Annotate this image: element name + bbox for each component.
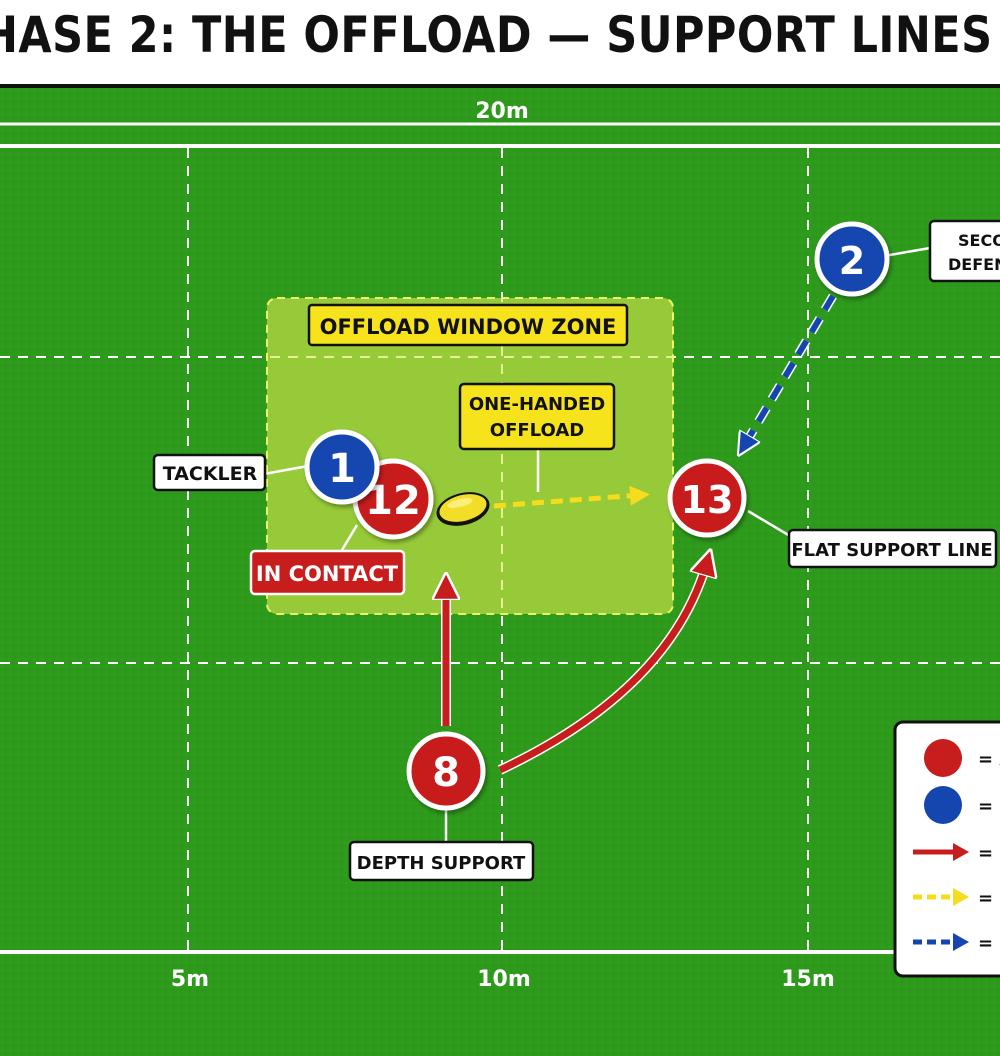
player-13-number: 13 xyxy=(681,478,734,522)
one-handed-offload-callout: ONE-HANDED OFFLOAD xyxy=(458,382,616,451)
legend-text-support-run: = SUPPORT RUN xyxy=(978,843,1000,864)
legend-text-attacking: = ATTACKING PLAYER xyxy=(978,749,1000,770)
player-1-number: 1 xyxy=(328,446,356,492)
blue-circle-icon xyxy=(924,786,962,824)
leader-in-contact xyxy=(340,524,359,551)
second-defender-callout-line1: SECOND xyxy=(958,231,1000,250)
flat-support-callout: FLAT SUPPORT LINE xyxy=(787,528,998,569)
player-1-tackler: 1 xyxy=(304,429,380,505)
in-contact-callout: IN CONTACT xyxy=(249,549,406,596)
offload-pass-arrow xyxy=(493,485,650,509)
yellow-dashed-arrow-icon xyxy=(913,888,969,906)
distance-label-20m: 20m xyxy=(475,99,529,124)
in-contact-callout-label: IN CONTACT xyxy=(256,562,399,586)
legend-item-support-run: = SUPPORT RUN xyxy=(913,843,1000,864)
tackler-callout-label: TACKLER xyxy=(163,463,258,485)
red-circle-icon xyxy=(924,739,962,777)
one-handed-callout-line1: ONE-HANDED xyxy=(469,394,605,415)
player-13-flat-support: 13 xyxy=(667,458,747,538)
rugby-ball-icon xyxy=(436,492,490,526)
distance-label-5m: 5m xyxy=(171,967,209,992)
defender-drift-arrow-core xyxy=(744,294,836,446)
leader-tackler xyxy=(263,464,309,476)
depth-support-callout: DEPTH SUPPORT xyxy=(348,840,535,882)
second-defender-callout-line2: DEFENDER xyxy=(948,255,1000,274)
legend-item-defender: = DEFENDER xyxy=(924,786,1000,824)
legend-item-offload-pass: = OFFLOAD PASS xyxy=(913,888,1000,909)
tackler-callout: TACKLER xyxy=(152,453,267,492)
blue-dashed-arrow-icon xyxy=(913,933,969,951)
distance-label-15m: 15m xyxy=(781,967,835,992)
second-defender-callout: SECOND DEFENDER xyxy=(928,219,1000,283)
player-8-depth-support: 8 xyxy=(406,731,486,811)
player-2-number: 2 xyxy=(839,239,865,283)
legend-text-defender-drift: = DEFENDER DRIFT xyxy=(978,933,1000,954)
leader-second-defender xyxy=(883,246,931,258)
legend-text-offload-pass: = OFFLOAD PASS xyxy=(978,888,1000,909)
player-2-second-defender: 2 xyxy=(814,221,890,297)
red-arrow-icon xyxy=(913,843,969,861)
title-bar: PHASE 2: THE OFFLOAD — SUPPORT LINES & T… xyxy=(0,0,1000,88)
legend-item-attacking: = ATTACKING PLAYER xyxy=(924,739,1000,777)
legend-text-defender: = DEFENDER xyxy=(978,796,1000,817)
legend: = ATTACKING PLAYER = DEFENDER = SUPPORT … xyxy=(893,720,1000,978)
callout-leaders xyxy=(263,246,931,842)
one-handed-callout-line2: OFFLOAD xyxy=(490,420,584,441)
player-8-number: 8 xyxy=(432,750,460,796)
legend-item-defender-drift: = DEFENDER DRIFT xyxy=(913,933,1000,954)
legend-box xyxy=(893,720,1000,978)
distance-label-10m: 10m xyxy=(477,967,531,992)
depth-support-callout-label: DEPTH SUPPORT xyxy=(357,853,526,874)
offload-window-zone xyxy=(266,297,674,615)
page-title: PHASE 2: THE OFFLOAD — SUPPORT LINES & T… xyxy=(0,6,1000,64)
leader-flat-support xyxy=(747,509,791,538)
offload-window-zone-tag: OFFLOAD WINDOW ZONE xyxy=(307,303,629,347)
offload-window-zone-label: OFFLOAD WINDOW ZONE xyxy=(320,315,617,339)
support-run-arrow-curved xyxy=(498,562,707,774)
flat-support-callout-label: FLAT SUPPORT LINE xyxy=(791,540,992,561)
